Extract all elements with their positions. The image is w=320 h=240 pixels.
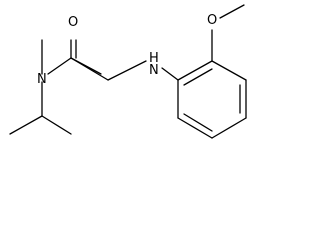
amine-nitrogen-label: N xyxy=(149,63,159,78)
carbonyl-oxygen-label: O xyxy=(68,15,78,30)
bond-lines xyxy=(9,4,247,139)
bond-c-ch2 xyxy=(70,57,109,81)
bond-namine-ring xyxy=(161,67,179,81)
methoxy-oxygen-label: O xyxy=(207,13,217,28)
molecule-diagram: O N N H O xyxy=(9,4,247,139)
amide-nitrogen-label: N xyxy=(37,72,47,87)
ring-bond-2 xyxy=(211,60,247,81)
ring-bond-4 xyxy=(211,117,247,139)
ring-bond-1 xyxy=(177,60,213,81)
bond-ipr-me2 xyxy=(41,115,72,135)
bond-ipr-me1 xyxy=(9,115,43,135)
bond-ch2-namine xyxy=(107,60,147,81)
bond-omethoxy-methyl xyxy=(219,4,245,19)
ring-bond-5 xyxy=(177,117,213,139)
ring-inner-3 xyxy=(183,113,213,132)
amine-hydrogen-label: H xyxy=(149,51,159,66)
ring-inner-1 xyxy=(183,68,213,86)
bond-namide-c xyxy=(47,57,72,75)
